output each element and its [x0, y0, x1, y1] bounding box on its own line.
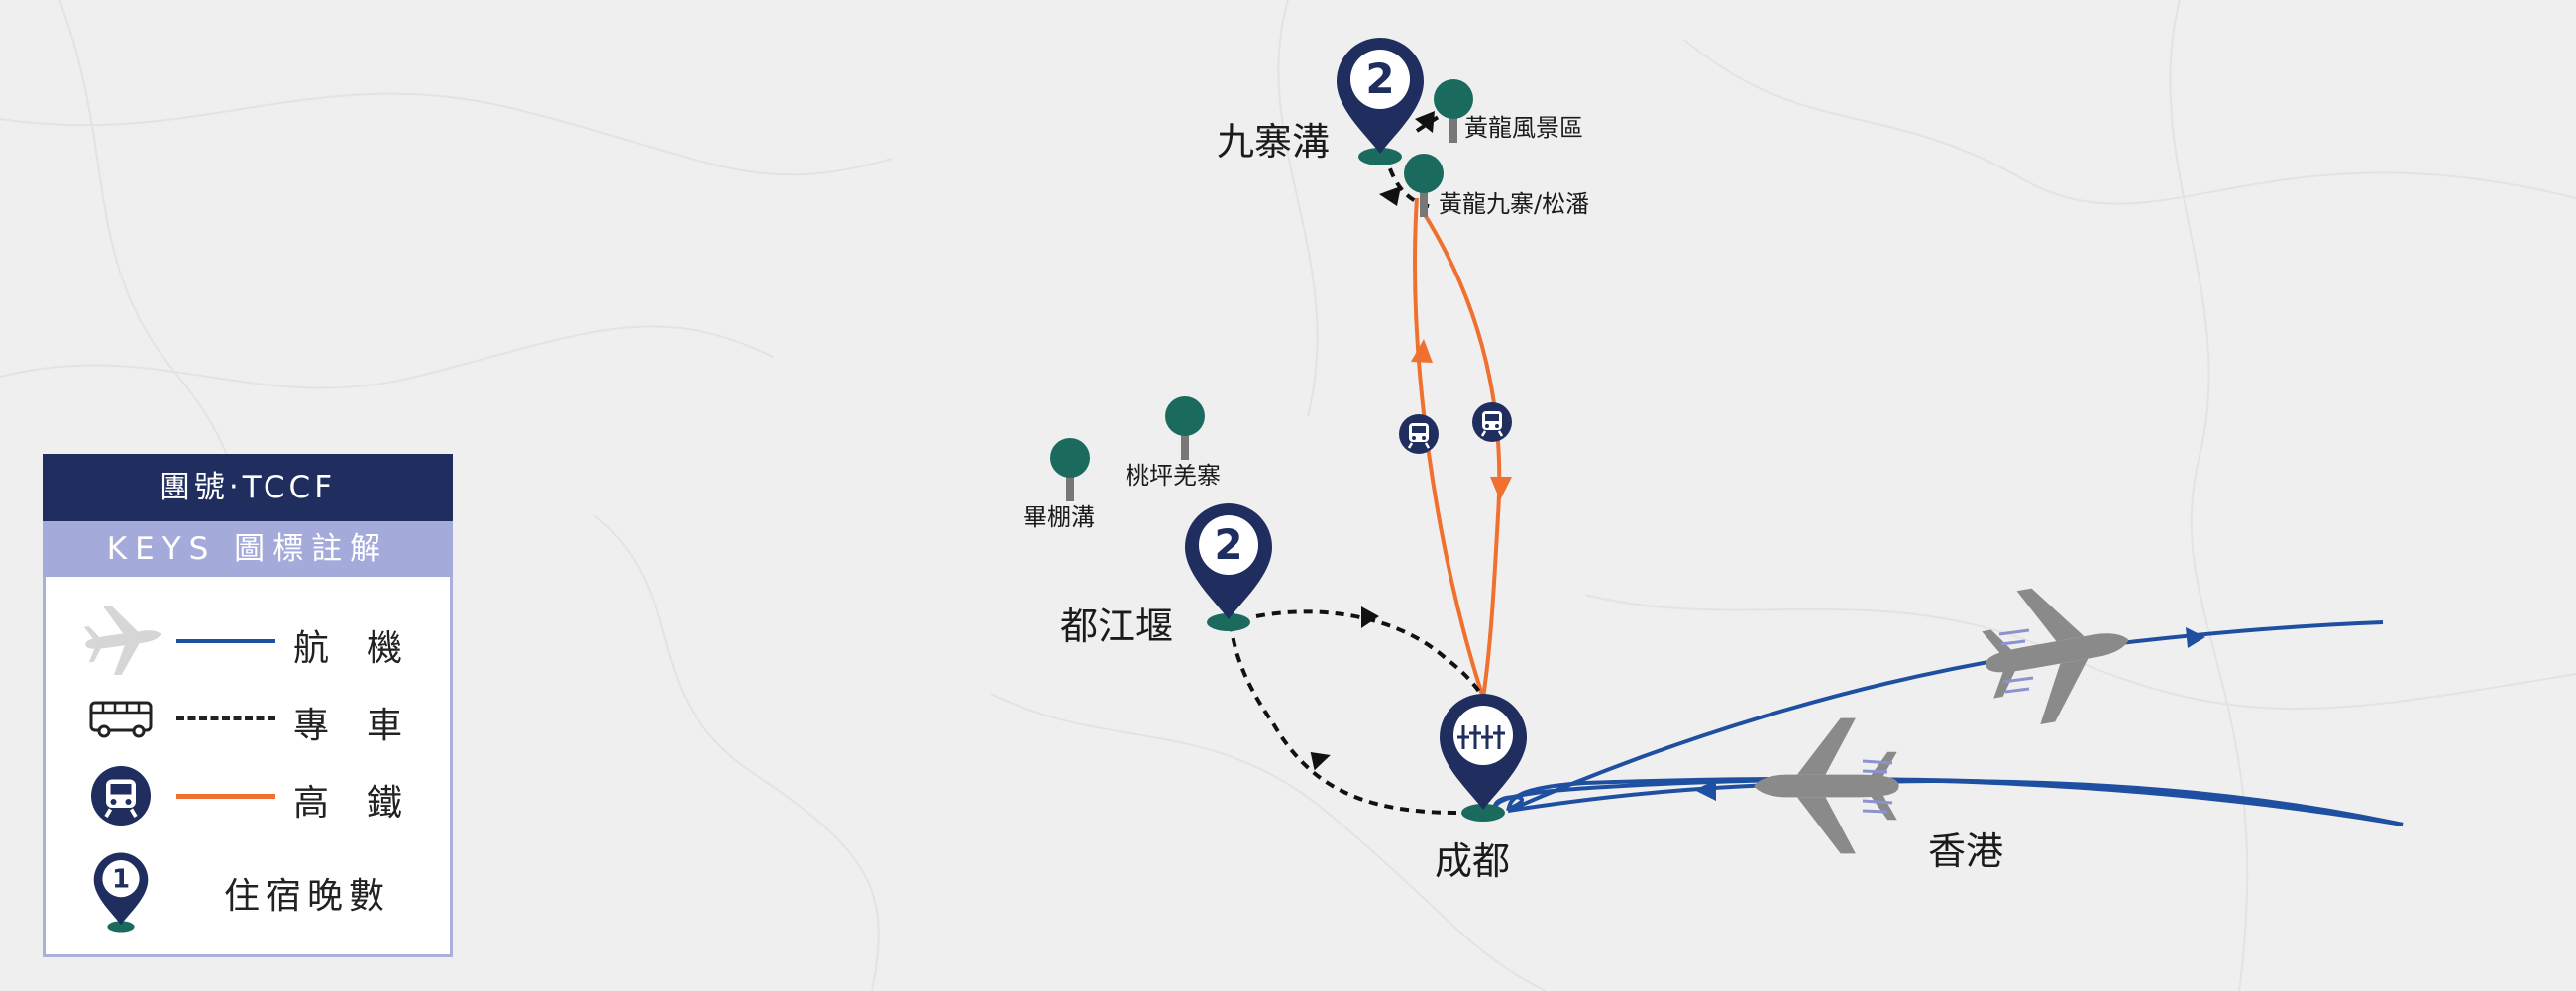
coach-route-dujiangyan-chengdu [1255, 609, 1485, 700]
legend-label-flight: 航機 [293, 628, 441, 669]
train-icon [91, 766, 151, 826]
legend-label-nights: 住宿晚數 [224, 876, 391, 917]
rail-route-up [1413, 197, 1485, 699]
rail-train-icon-right [1470, 400, 1514, 444]
poi-label-taoping: 桃坪羌寨 [1126, 462, 1221, 490]
pin-chengdu-station [1440, 694, 1527, 822]
city-label-jiuzhaigou: 九寨溝 [1217, 120, 1330, 164]
legend-subheader: KEYS 圖標註解 [43, 521, 453, 577]
city-label-dujiangyan: 都江堰 [1060, 605, 1173, 648]
coach-line-sample [176, 716, 275, 720]
poi-marker-taoping [1165, 396, 1205, 460]
rail-arrow-up [1411, 339, 1433, 363]
plane-icon-inbound [1754, 717, 1899, 854]
rail-arrow-down [1490, 477, 1512, 500]
coach-arrow-2 [1361, 606, 1379, 628]
plane-icon [83, 606, 161, 675]
coach-routes [1229, 107, 1485, 815]
flight-arrow-inbound [1694, 780, 1716, 801]
flight-line-sample [176, 639, 275, 643]
train-station-icon [1457, 725, 1505, 749]
city-label-chengdu: 成都 [1435, 839, 1510, 883]
flight-arrow-return [2186, 627, 2205, 648]
legend-row-nights: 1 住宿晚數 [46, 845, 450, 944]
poi-label-huanglong-station: 黃龍九寨/松潘 [1439, 190, 1589, 218]
poi-marker-bipenggou [1050, 438, 1090, 501]
coach-route-chengdu-dujiangyan [1229, 621, 1457, 815]
city-label-hongkong: 香港 [1928, 829, 2003, 873]
poi-label-bipenggou: 畢棚溝 [1023, 503, 1095, 531]
nights-count-jiuzhaigou: 2 [1365, 55, 1394, 103]
plane-icon-return [1974, 573, 2141, 732]
legend-label-coach: 專車 [293, 706, 441, 746]
legend-panel: 團號‧TCCF KEYS 圖標註解 航機 專車 [43, 454, 453, 957]
poi-marker-huanglong-station [1404, 154, 1444, 217]
coach-route-huanglong-scenic [1415, 107, 1457, 133]
coach-arrow-4 [1415, 111, 1435, 133]
bus-icon [89, 701, 153, 738]
rail-train-icon-left [1397, 412, 1441, 456]
coach-route-jiuzhaigou-huanglong [1383, 153, 1436, 210]
poi-label-huanglong: 黃龍風景區 [1464, 114, 1583, 142]
legend-header: 團號‧TCCF [43, 454, 453, 521]
legend-row-rail: 高鐵 [46, 760, 450, 829]
flight-route-inbound [1507, 778, 2404, 826]
legend-pin-number: 1 [112, 864, 130, 894]
pin-jiuzhaigou: 2 [1337, 38, 1424, 165]
map-pin-icon: 1 [93, 852, 149, 933]
rail-line-sample [176, 794, 275, 799]
nights-count-dujiangyan: 2 [1214, 520, 1242, 569]
legend-row-coach: 專車 [46, 683, 450, 752]
legend-row-flight: 航機 [46, 606, 450, 675]
coach-arrow-1 [1310, 751, 1331, 771]
pin-dujiangyan: 2 [1185, 503, 1272, 631]
legend-label-rail: 高鐵 [293, 783, 441, 824]
coach-arrow-3 [1379, 186, 1401, 206]
plane-speed-lines [1862, 628, 2034, 814]
